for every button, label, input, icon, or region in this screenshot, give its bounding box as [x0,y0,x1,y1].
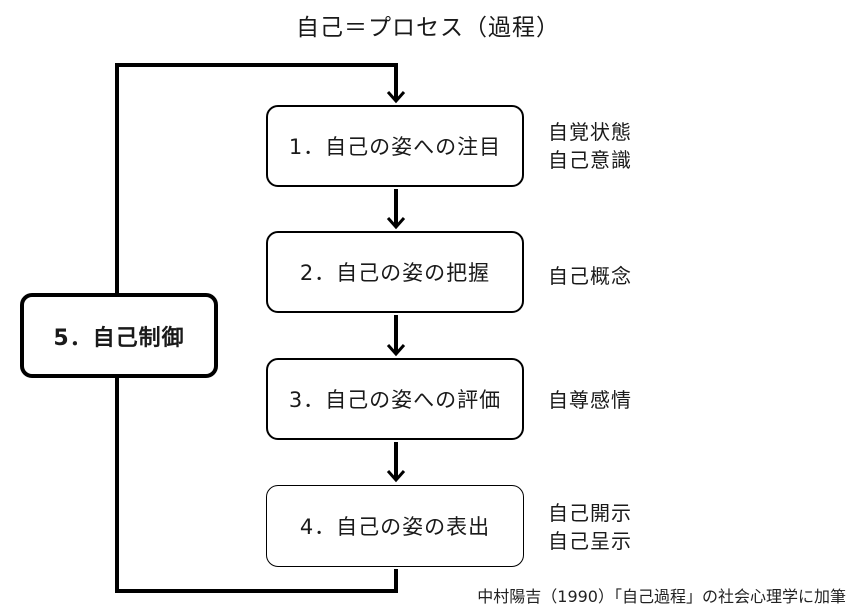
step-1-box: 1．自己の姿への注目 [266,105,524,187]
step-2-label: 2．自己の姿の把握 [299,261,491,285]
step-1-note-1: 自覚状態 [548,120,632,144]
feedback-loop-lower [115,378,398,593]
source-citation: 中村陽吉（1990）「自己過程」の社会心理学に加筆 [477,587,846,606]
step-4-notes: 自己開示 自己呈示 [548,499,632,555]
step-1-notes: 自覚状態 自己意識 [548,118,632,174]
self-control-label: 5．自己制御 [53,325,185,351]
step-4-box: 4．自己の姿の表出 [266,485,524,567]
step-4-note-1: 自己開示 [548,501,632,525]
step-3-label: 3．自己の姿への評価 [288,388,502,412]
self-control-box: 5．自己制御 [20,293,218,378]
diagram-title: 自己＝プロセス（過程） [296,15,560,41]
step-3-note-1: 自尊感情 [548,388,632,412]
arrow-into-step-1 [386,91,406,104]
arrowhead-step3-step4 [386,470,406,483]
arrowhead-step1-step2 [386,217,406,230]
step-2-note-1: 自己概念 [548,264,632,288]
arrowhead-step2-step3 [386,344,406,357]
step-2-box: 2．自己の姿の把握 [266,231,524,313]
step-4-note-2: 自己呈示 [548,529,632,553]
step-2-notes: 自己概念 [548,262,632,290]
step-4-label: 4．自己の姿の表出 [299,515,491,539]
step-3-notes: 自尊感情 [548,386,632,414]
step-3-box: 3．自己の姿への評価 [266,358,524,440]
step-1-label: 1．自己の姿への注目 [288,135,502,159]
feedback-loop-upper [115,63,398,293]
step-1-note-2: 自己意識 [548,148,632,172]
